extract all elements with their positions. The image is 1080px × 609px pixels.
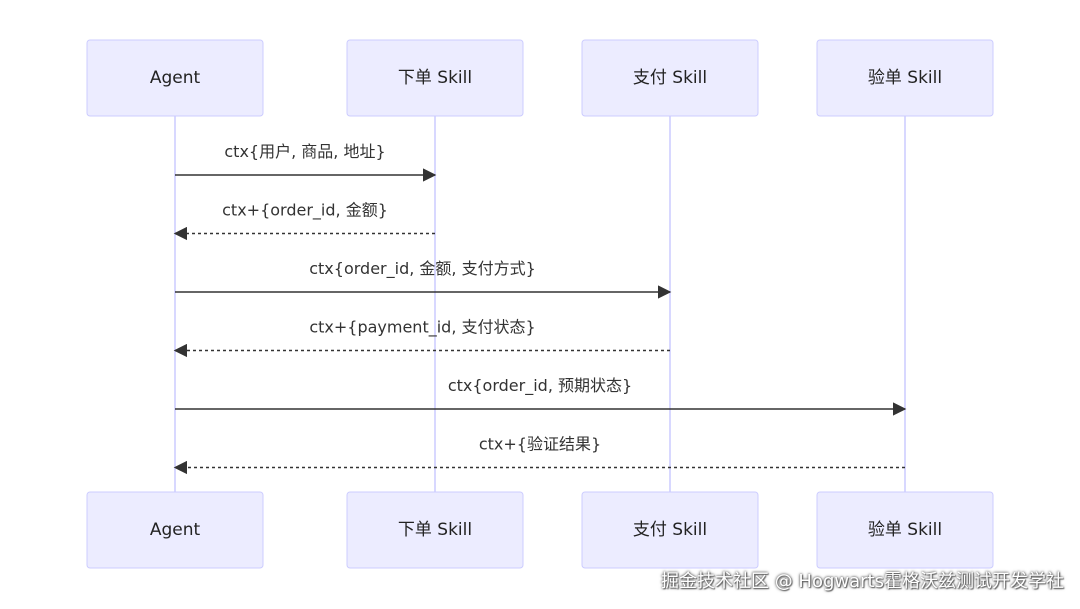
message-6: ctx+{验证结果} — [173, 435, 905, 475]
messages: ctx{用户, 商品, 地址} ctx+{order_id, 金额} ctx{ord… — [173, 142, 907, 475]
actor-label: Agent — [150, 520, 201, 540]
message-5: ctx{order_id, 预期状态} — [175, 376, 907, 416]
actor-label: 验单 Skill — [868, 68, 942, 88]
actor-box — [346, 39, 524, 117]
message-2: ctx+{order_id, 金额} — [173, 201, 435, 241]
actor-verify-top: 验单 Skill — [816, 39, 994, 117]
message-label: ctx{order_id, 预期状态} — [448, 376, 632, 396]
message-3: ctx{order_id, 金额, 支付方式} — [175, 259, 672, 299]
watermark-text: 掘金技术社区 @ Hogwarts霍格沃兹测试开发学社 — [660, 571, 1064, 592]
actor-box — [581, 39, 759, 117]
actor-order-top: 下单 Skill — [346, 39, 524, 117]
actor-label: 下单 Skill — [398, 68, 472, 88]
actor-verify-bottom: 验单 Skill — [816, 491, 994, 569]
message-label: ctx+{验证结果} — [479, 435, 601, 454]
actor-order-bottom: 下单 Skill — [346, 491, 524, 569]
message-label: ctx+{order_id, 金额} — [222, 201, 388, 221]
actor-box — [816, 491, 994, 569]
actor-label: Agent — [150, 68, 201, 88]
actor-label: 下单 Skill — [398, 520, 472, 540]
actor-agent-top: Agent — [86, 39, 264, 117]
actor-box — [581, 491, 759, 569]
actor-label: 支付 Skill — [633, 68, 707, 88]
message-label: ctx+{payment_id, 支付状态} — [309, 318, 535, 338]
message-label: ctx{order_id, 金额, 支付方式} — [309, 259, 536, 279]
actor-agent-bottom: Agent — [86, 491, 264, 569]
actor-pay-top: 支付 Skill — [581, 39, 759, 117]
actor-box — [346, 491, 524, 569]
actor-label: 验单 Skill — [868, 520, 942, 540]
actor-box — [86, 39, 264, 117]
message-label: ctx{用户, 商品, 地址} — [224, 142, 385, 161]
actor-box — [86, 491, 264, 569]
actor-label: 支付 Skill — [633, 520, 707, 540]
actor-box — [816, 39, 994, 117]
message-4: ctx+{payment_id, 支付状态} — [173, 318, 670, 358]
message-1: ctx{用户, 商品, 地址} — [175, 142, 437, 182]
actor-pay-bottom: 支付 Skill — [581, 491, 759, 569]
